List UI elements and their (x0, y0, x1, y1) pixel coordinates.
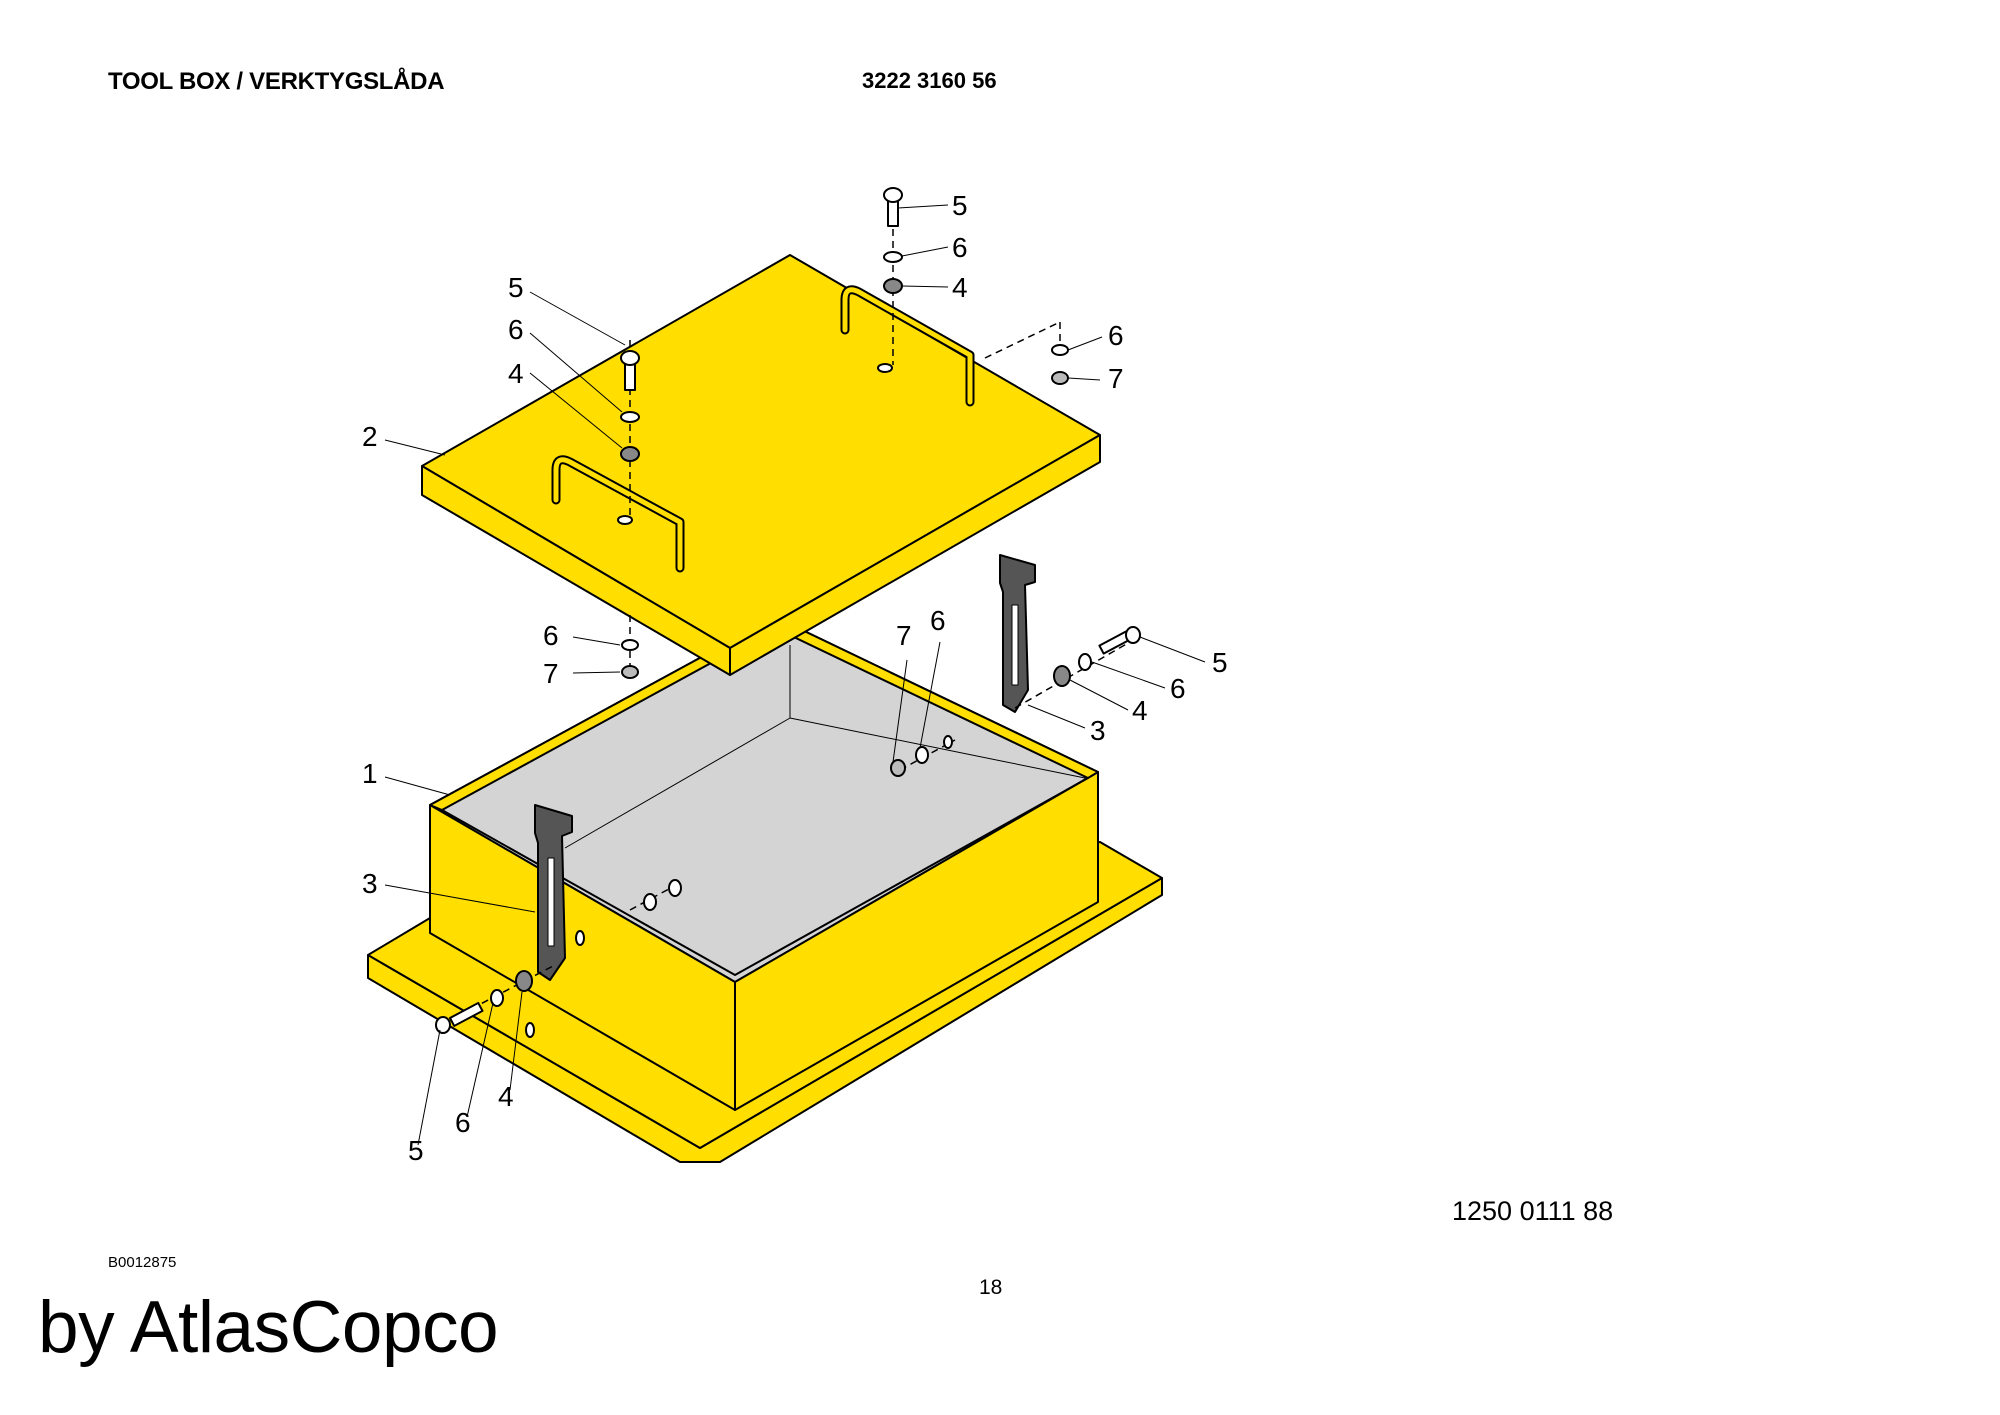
callout-inner-washer: 6 (930, 605, 946, 636)
part-number: 3222 3160 56 (862, 68, 997, 93)
callout-right-nut: 7 (1108, 363, 1124, 394)
callout-bottom-grommet: 4 (498, 1081, 514, 1112)
box-body (429, 616, 1099, 1111)
callout-bottom-washer: 6 (455, 1107, 471, 1138)
strap-left (534, 804, 573, 981)
callout-under-nut: 7 (543, 658, 559, 689)
callout-strap-left: 3 (362, 868, 378, 899)
callout-bottom-bolt: 5 (408, 1135, 424, 1166)
lid (421, 254, 1101, 676)
callout-lid-bolt: 5 (508, 272, 524, 303)
callout-inner-nut: 7 (896, 620, 912, 651)
leader-lines (384, 204, 1206, 1146)
callout-box: 1 (362, 758, 378, 789)
callout-strap-bolt-right: 5 (1212, 647, 1228, 678)
callout-strap-washer-right: 6 (1170, 673, 1186, 704)
drawing-number: 1250 0111 88 (1452, 1196, 1614, 1226)
lid-handle-rear (840, 285, 975, 407)
callout-lid-washer: 6 (508, 314, 524, 345)
callout-strap-right: 3 (1090, 715, 1106, 746)
callout-strap-grommet-right: 4 (1132, 695, 1148, 726)
page-title: TOOL BOX / VERKTYGSLÅDA (108, 68, 445, 95)
lid-handle-front (551, 455, 685, 573)
callout-lid-grommet: 4 (508, 358, 524, 389)
callout-top-grommet: 4 (952, 272, 968, 303)
strap-right (999, 554, 1036, 713)
brand-text: by AtlasCopco (38, 1287, 499, 1368)
callout-lid: 2 (362, 421, 378, 452)
image-code: B0012875 (108, 1254, 177, 1271)
callout-under-washer: 6 (543, 620, 559, 651)
page-number: 18 (979, 1276, 1003, 1299)
callout-top-washer: 6 (952, 232, 968, 263)
callout-top-bolt: 5 (952, 190, 968, 221)
callout-right-washer: 6 (1108, 320, 1124, 351)
fastener-group (435, 187, 1141, 1034)
